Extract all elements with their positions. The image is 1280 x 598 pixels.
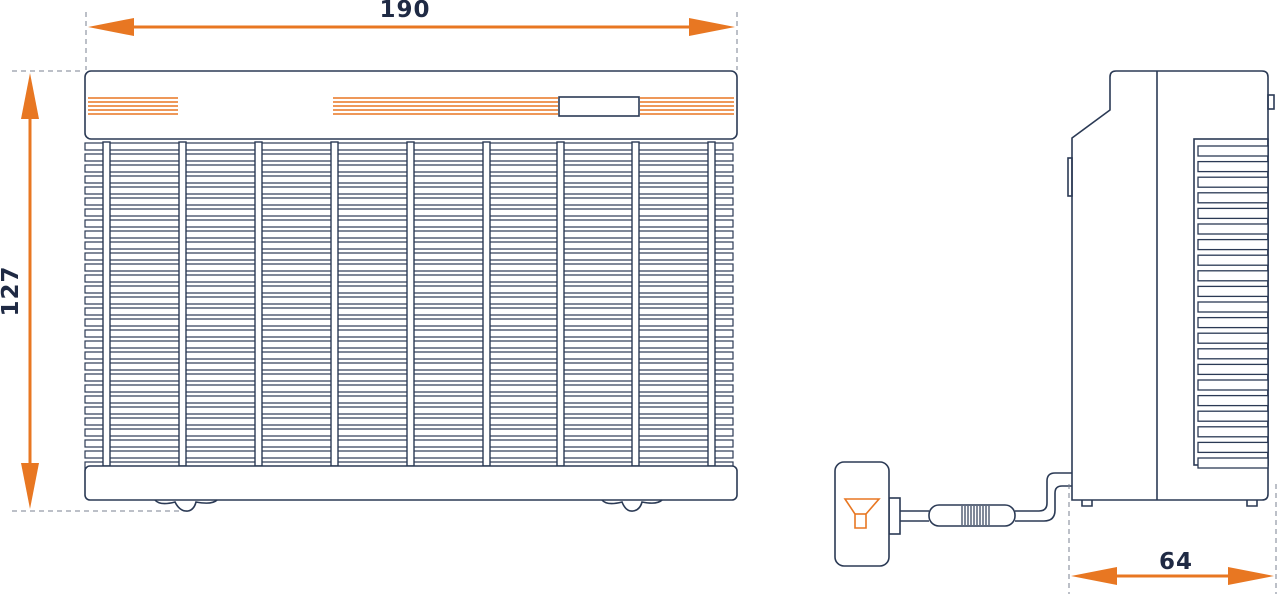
side-fin [1197,316,1269,329]
cable-connector [928,504,1016,527]
grille-post [631,141,640,467]
grille-post [556,141,565,467]
front-view [84,70,738,512]
side-fin [1197,176,1269,188]
side-fin [1197,223,1269,235]
side-fin [1197,145,1269,157]
cable-upper [1015,472,1072,512]
grille-post [707,141,716,467]
speaker-horn-icon [843,498,881,529]
grille-post [482,141,491,467]
top-stripes-right [640,97,734,115]
side-foot-left [1081,500,1093,507]
base-housing [84,465,738,501]
arrow-right-icon [689,18,735,36]
side-fin [1197,441,1269,454]
top-stripes-middle [333,97,558,115]
grille-post [102,141,111,467]
cable-lower [1015,485,1072,522]
right-foot [601,499,663,512]
arrow-up-icon [21,73,39,119]
grille-post [406,141,415,467]
side-fin [1197,160,1269,173]
arrow-left-icon [1071,567,1117,585]
width-dimension: 190 [85,0,738,70]
side-fin [1197,457,1269,469]
width-label: 190 [379,0,430,23]
arrow-down-icon [21,463,39,509]
side-fin [1197,394,1269,407]
connector-ribs [961,506,990,525]
grille-post [254,141,263,467]
side-foot-right [1246,500,1258,507]
side-fin [1197,348,1269,360]
side-fin [1197,426,1269,438]
grille-post [178,141,187,467]
arrow-right-icon [1228,567,1274,585]
grille-posts [102,141,716,467]
side-fin [1197,192,1269,204]
side-fin [1197,254,1269,266]
left-foot [154,499,218,512]
side-fin [1197,379,1269,391]
plug-collar [888,497,901,535]
height-label: 127 [0,265,24,316]
side-view [834,70,1275,567]
arrow-left-icon [88,18,134,36]
top-stripes-left [88,97,178,115]
side-tab [1067,157,1073,197]
top-housing [84,70,738,140]
side-fin [1197,332,1269,344]
side-fin [1197,301,1269,313]
cable-to-plug [900,510,929,522]
grille-post [330,141,339,467]
display-window [558,96,640,117]
height-dimension: 127 [0,70,185,512]
side-fin [1197,207,1269,220]
side-fin [1197,285,1269,298]
side-fin [1197,270,1269,282]
side-fin [1197,363,1269,376]
side-fins [1197,145,1269,469]
side-button [1267,94,1275,110]
depth-dimension: 64 [1068,484,1277,594]
side-fin [1197,410,1269,422]
depth-label: 64 [1159,549,1193,575]
side-fin [1197,238,1269,251]
